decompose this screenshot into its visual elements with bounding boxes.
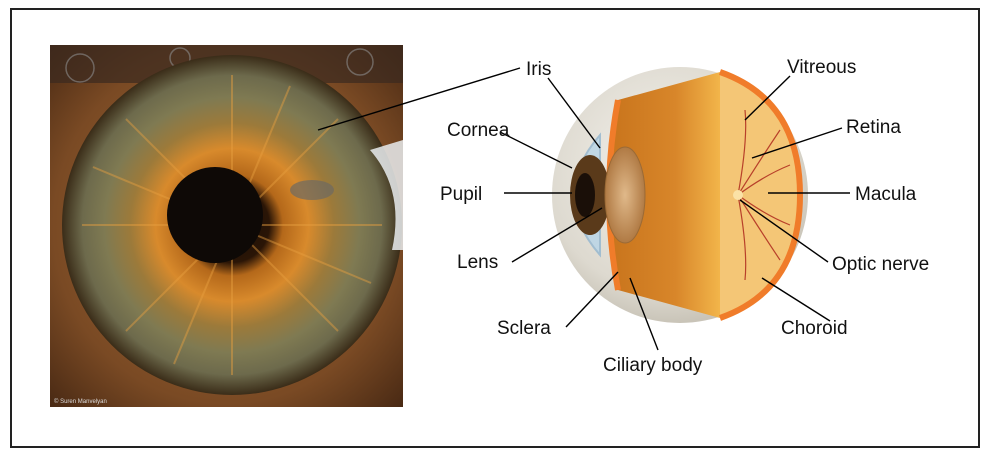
- label-cornea: Cornea: [447, 120, 510, 141]
- reflection: [290, 180, 334, 200]
- leader-choroid: [762, 278, 830, 321]
- label-choroid: Choroid: [781, 318, 848, 339]
- pupil-photo: [167, 167, 263, 263]
- label-vitreous: Vitreous: [787, 57, 856, 78]
- label-sclera: Sclera: [497, 318, 551, 339]
- iris-photograph: [50, 45, 403, 407]
- photo-credit: © Suren Manvelyan: [54, 398, 107, 405]
- label-pupil: Pupil: [440, 184, 482, 205]
- label-optic-nerve: Optic nerve: [832, 254, 929, 275]
- label-ciliary-body: Ciliary body: [603, 355, 703, 376]
- label-macula: Macula: [855, 184, 917, 205]
- optic-disc: [733, 190, 743, 200]
- retina-back-wall: [720, 72, 800, 318]
- label-iris: Iris: [526, 59, 551, 80]
- pupil-front: [575, 173, 595, 217]
- label-retina: Retina: [846, 117, 901, 138]
- lens-shape: [605, 147, 645, 243]
- label-lens: Lens: [457, 252, 498, 273]
- eye-cross-section: [552, 67, 808, 323]
